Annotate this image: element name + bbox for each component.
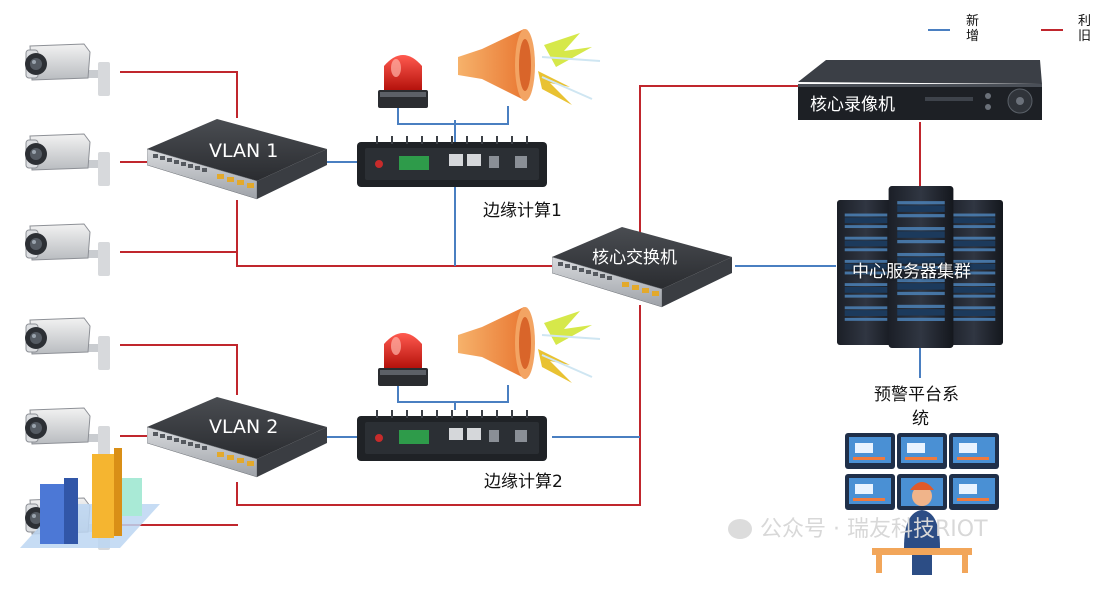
loudspeaker-icon [456, 305, 602, 385]
camera-icon [24, 407, 111, 461]
edge-computer-1-label: 边缘计算1 [483, 201, 562, 221]
legend-reuse-label: 利旧 [1078, 14, 1092, 44]
new-link [397, 106, 509, 125]
watermark-text: 公众号 · 瑞友科技RIOT [760, 517, 988, 542]
loudspeaker-icon [456, 27, 602, 107]
operator-icon [872, 482, 972, 575]
camera-icon [24, 133, 111, 187]
reuse-link [236, 200, 560, 267]
server-cluster-label: 中心服务器集群 [852, 262, 971, 282]
reuse-link [639, 85, 798, 240]
watermark: 公众号 · 瑞友科技RIOT [728, 511, 988, 543]
warning-platform-label-line1: 预警平台系 [874, 385, 959, 405]
edge-computer-2-label: 边缘计算2 [484, 472, 563, 492]
wechat-icon [728, 519, 752, 539]
alarm-light-icon [378, 55, 428, 108]
camera-icon [24, 223, 111, 277]
bar-chart-graphic-icon [20, 448, 160, 548]
nvr-recorder-icon [798, 60, 1042, 120]
core-switch-label: 核心交换机 [592, 248, 677, 268]
reuse-link [120, 71, 238, 118]
legend-new-label: 新增 [966, 14, 980, 44]
warning-platform-label-line2: 统 [912, 409, 929, 429]
alarm-light-icon [378, 333, 428, 386]
camera-icon [24, 317, 111, 371]
reuse-link [236, 305, 641, 506]
nvr-label: 核心录像机 [810, 95, 895, 115]
new-link [397, 385, 509, 403]
vlan2-label: VLAN 2 [209, 416, 279, 438]
reuse-link [120, 344, 238, 395]
edge-computer-2-icon [357, 410, 547, 462]
edge-computer-1-icon [357, 136, 547, 188]
vlan1-label: VLAN 1 [209, 140, 279, 162]
camera-icon [24, 43, 111, 97]
